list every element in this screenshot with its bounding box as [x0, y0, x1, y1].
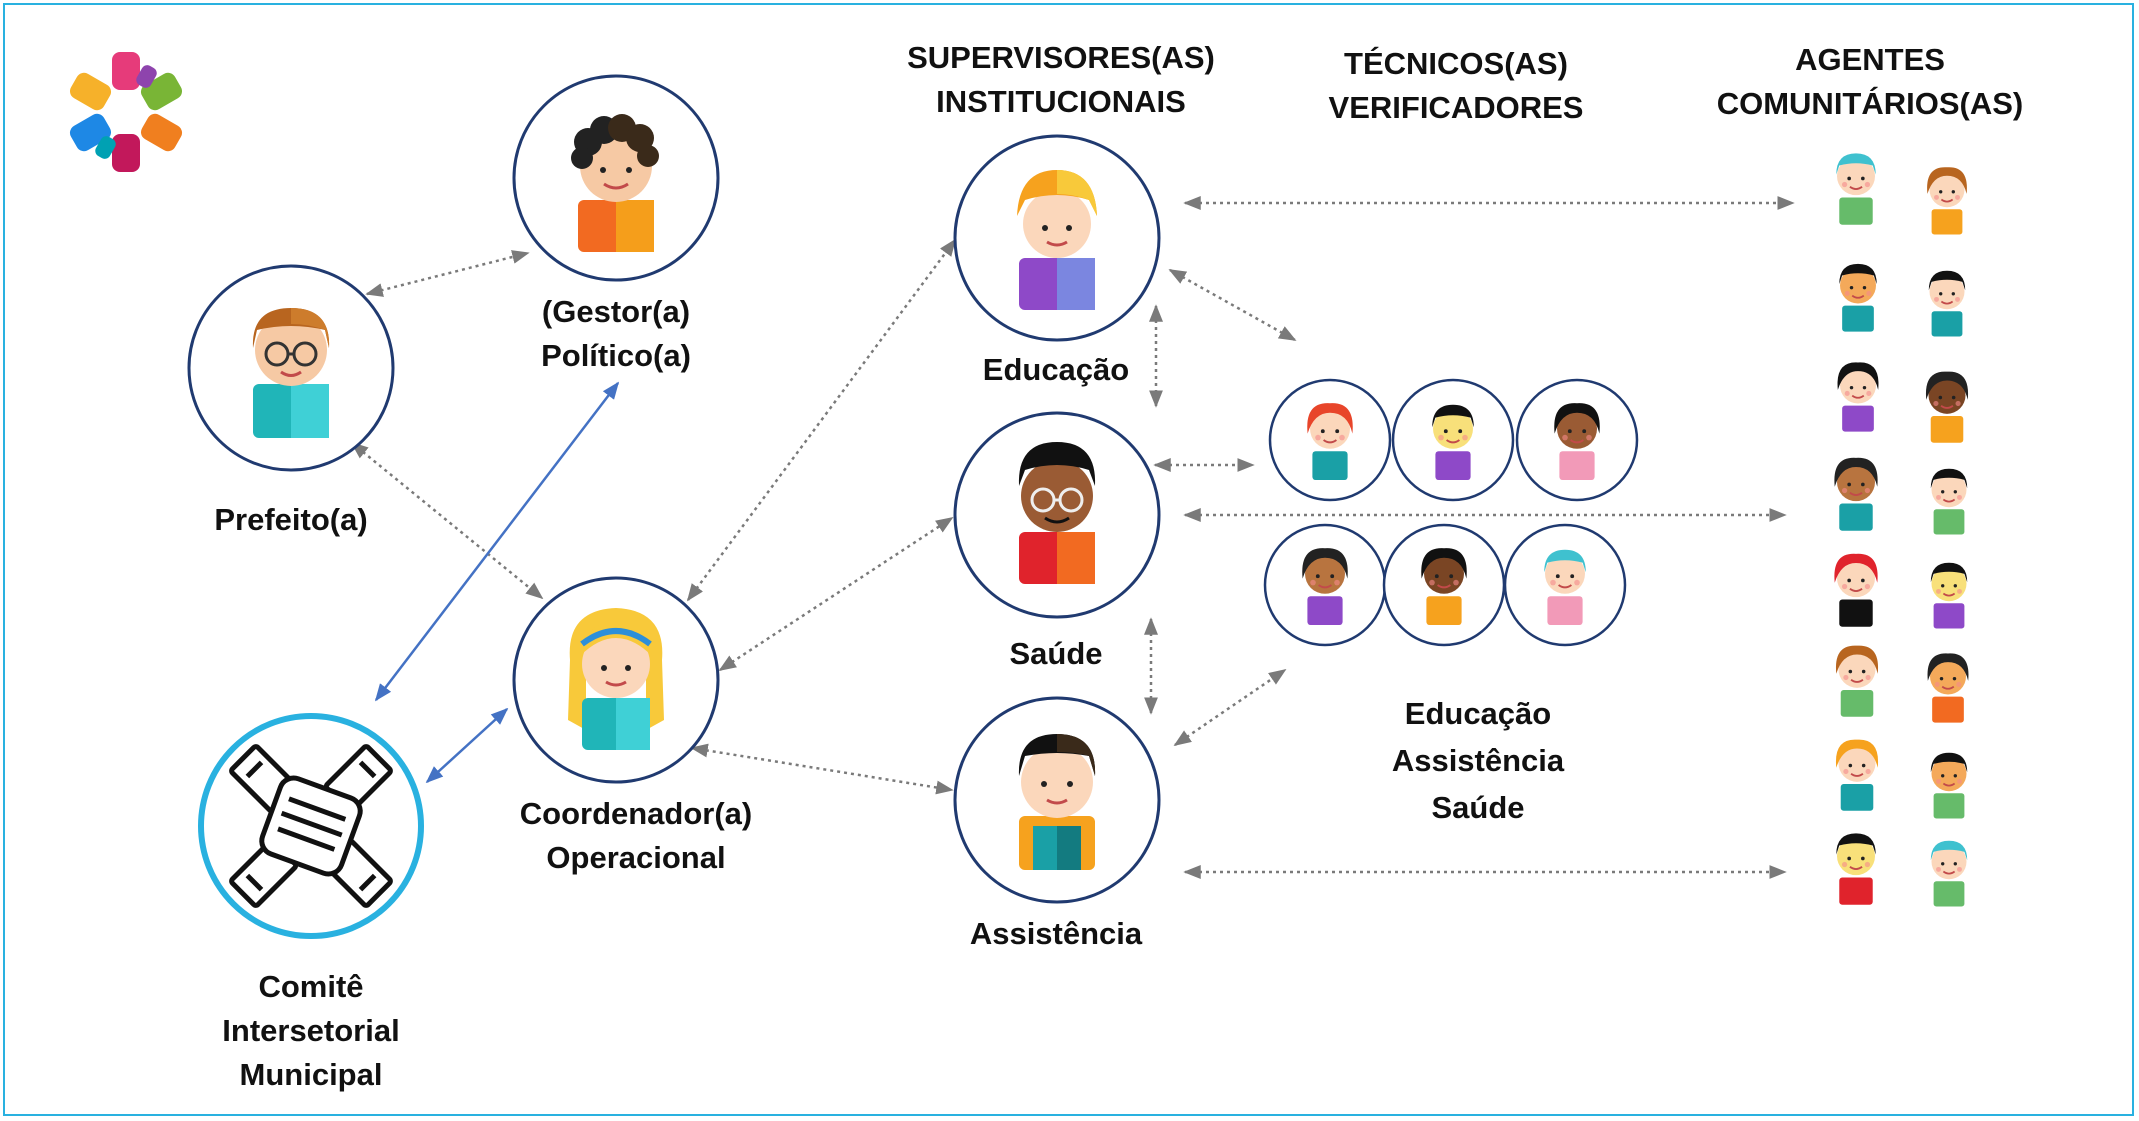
gestor-node[interactable] — [512, 74, 720, 282]
header-supervisores-line1: SUPERVISORES(AS) — [907, 40, 1215, 75]
header-tecnicos-line2: VERIFICADORES — [1328, 90, 1584, 125]
assistencia-label: Assistência — [926, 912, 1186, 956]
agente-avatar-icon[interactable] — [1924, 370, 1970, 444]
assistencia-label-text: Assistência — [969, 916, 1143, 951]
diagram-frame — [3, 3, 2134, 1116]
tecnicos-areas-label: Educação Assistência Saúde — [1343, 690, 1613, 831]
agente-avatar-icon[interactable] — [1836, 361, 1880, 433]
agente-avatar-icon[interactable] — [1834, 738, 1880, 812]
tecnicos-area-educacao: Educação — [1404, 696, 1552, 731]
hands-circle-logo-icon — [69, 52, 183, 172]
agente-avatar-icon[interactable] — [1927, 269, 1967, 338]
agente-avatar-icon[interactable] — [1929, 751, 1969, 820]
comite-node[interactable] — [198, 713, 424, 939]
agente-avatar-icon[interactable] — [1925, 166, 1969, 236]
tecnico-3[interactable] — [1515, 378, 1639, 502]
gestor-label-line2: Político(a) — [541, 338, 691, 373]
arrow-assistencia-tecnicos — [1173, 668, 1287, 747]
assistencia-node[interactable] — [953, 696, 1161, 904]
tecnicos-area-assistencia: Assistência — [1391, 743, 1565, 778]
comite-label-line1: Comitê — [258, 969, 364, 1004]
connectors — [350, 196, 1795, 879]
arrow-gestor-comite[interactable] — [374, 381, 620, 702]
arrow-prefeito-gestor — [365, 250, 530, 297]
tecnico-4[interactable] — [1263, 523, 1387, 647]
coordenador-avatar-icon — [568, 608, 664, 750]
agente-avatar-icon[interactable] — [1833, 552, 1879, 629]
educacao-supervisor-avatar-icon — [1017, 170, 1097, 310]
header-agentes-line1: AGENTES — [1795, 42, 1945, 77]
arrow-educacao-tecnicos — [1168, 268, 1297, 342]
header-agentes: AGENTES COMUNITÁRIOS(AS) — [1695, 38, 2045, 126]
saude-label: Saúde — [936, 632, 1176, 676]
gestor-label: (Gestor(a) Político(a) — [486, 290, 746, 378]
header-tecnicos: TÉCNICOS(AS) VERIFICADORES — [1286, 42, 1626, 130]
prefeito-avatar-icon — [252, 308, 330, 438]
comite-label-line3: Municipal — [239, 1057, 383, 1092]
gestor-label-line1: (Gestor(a) — [541, 294, 691, 329]
agente-avatar-icon[interactable] — [1929, 467, 1969, 536]
arrow-coordenador-educacao — [686, 238, 957, 602]
assistencia-supervisor-avatar-icon — [1018, 734, 1096, 870]
tecnico-1[interactable] — [1268, 378, 1392, 502]
arrow-coordenador-comite — [425, 707, 509, 784]
coordenador-label-line1: Coordenador(a) — [519, 796, 753, 831]
header-supervisores-line2: INSTITUCIONAIS — [936, 84, 1186, 119]
educacao-node[interactable] — [953, 134, 1161, 342]
tecnico-5[interactable] — [1382, 523, 1506, 647]
agente-avatar-icon[interactable] — [1835, 832, 1877, 907]
agentes-group — [1833, 152, 1970, 908]
header-tecnicos-line1: TÉCNICOS(AS) — [1344, 46, 1568, 81]
saude-node[interactable] — [953, 411, 1161, 619]
agente-avatar-icon[interactable] — [1834, 152, 1878, 227]
agente-avatar-icon[interactable] — [1838, 262, 1878, 333]
agente-avatar-icon[interactable] — [1929, 561, 1969, 630]
header-supervisores: SUPERVISORES(AS) INSTITUCIONAIS — [861, 36, 1261, 124]
header-agentes-line2: COMUNITÁRIOS(AS) — [1716, 86, 2024, 121]
coordenador-node[interactable] — [512, 576, 720, 784]
comite-label-line2: Intersetorial — [222, 1013, 400, 1048]
saude-label-text: Saúde — [1009, 636, 1103, 671]
comite-label: Comitê Intersetorial Municipal — [166, 965, 456, 1097]
arrow-coordenador-assistencia — [690, 743, 954, 795]
tecnico-2[interactable] — [1391, 378, 1515, 502]
saude-supervisor-avatar-icon — [1018, 442, 1096, 584]
educacao-label: Educação — [936, 348, 1176, 392]
gestor-avatar-icon — [571, 114, 659, 252]
agente-avatar-icon[interactable] — [1834, 644, 1880, 718]
agente-avatar-icon[interactable] — [1833, 456, 1879, 533]
tecnicos-area-saude: Saúde — [1431, 790, 1525, 825]
educacao-label-text: Educação — [982, 352, 1130, 387]
agente-avatar-icon[interactable] — [1929, 839, 1969, 908]
handshake-committee-icon — [229, 744, 393, 908]
agente-avatar-icon[interactable] — [1926, 652, 1970, 724]
arrow-coordenador-saude — [718, 516, 954, 672]
tecnico-6[interactable] — [1503, 523, 1627, 647]
coordenador-label: Coordenador(a) Operacional — [476, 792, 796, 880]
tecnicos-group — [1263, 378, 1639, 647]
prefeito-label-text: Prefeito(a) — [214, 502, 368, 537]
prefeito-label: Prefeito(a) — [166, 498, 416, 542]
prefeito-node[interactable] — [187, 264, 395, 472]
coordenador-label-line2: Operacional — [546, 840, 726, 875]
